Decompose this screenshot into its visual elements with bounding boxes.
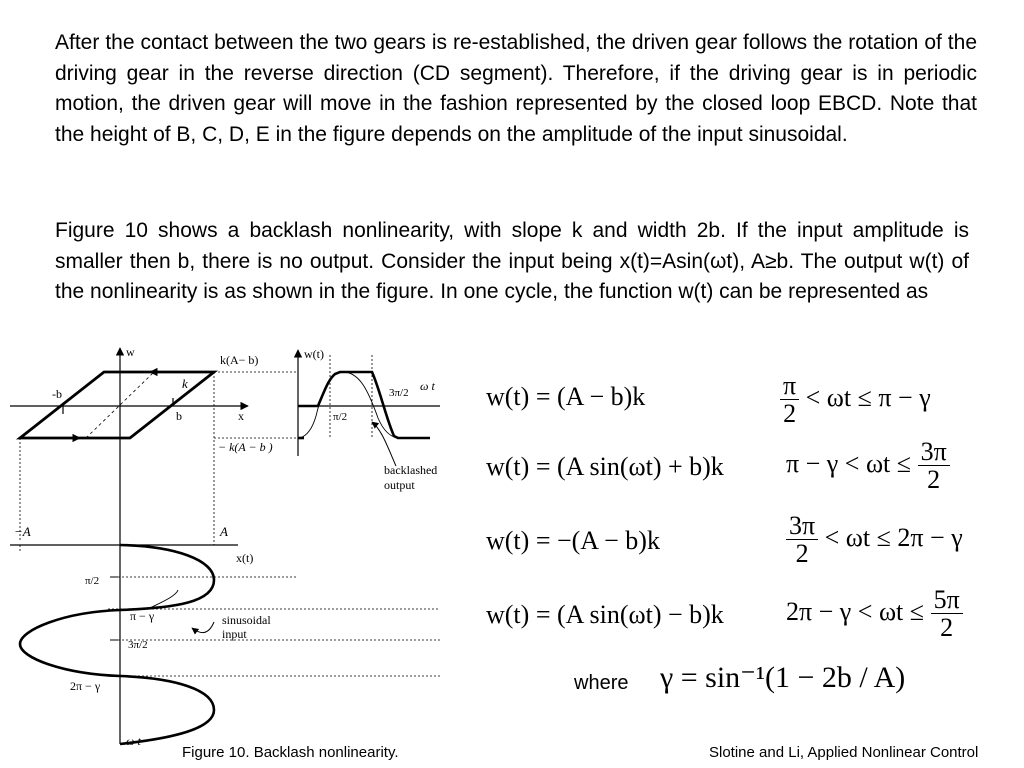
guide-lines [19,355,440,677]
sinusoidal-label-1: sinusoidal [222,613,271,627]
fraction: π 2 [780,372,800,428]
two-pi-minus-gamma-label: 2π − γ [70,679,101,693]
equation-2: w(t) = (A sin(ωt) + b)k π − γ < ωt ≤ 3π … [480,438,1020,498]
xt-axis-label: x(t) [236,551,253,565]
half-pi-top-label: π/2 [333,411,347,423]
equation-4-lhs: w(t) = (A sin(ωt) − b)k [486,600,724,629]
pos-b-label: b [176,409,182,423]
equation-2-lhs: w(t) = (A sin(ωt) + b)k [486,452,724,481]
half-pi-label: π/2 [85,575,99,587]
equation-1-lhs: w(t) = (A − b)k [486,382,646,411]
backlash-characteristic: w x -b b k k(A− b) − k(A − b ) [10,345,273,744]
sinusoidal-label-2: input [222,627,247,641]
equation-2-condition: π − γ < ωt ≤ 3π 2 [786,438,950,494]
bottom-level-label: − k(A − b ) [218,440,273,454]
backlashed-label-2: output [384,478,415,492]
equation-3-lhs: w(t) = −(A − b)k [486,526,660,555]
equation-4-condition: 2π − γ < ωt ≤ 5π 2 [786,586,963,642]
fraction: 5π 2 [930,586,963,642]
pi-minus-gamma-label: π − γ [130,609,155,623]
wt-axis-label: w(t) [304,347,324,361]
neg-A-label: −A [14,524,31,539]
three-half-pi-top-label: 3π/2 [389,387,409,399]
paragraph-backlash-loop: After the contact between the two gears … [55,31,977,146]
fraction: 3π 2 [786,512,819,568]
paragraph-figure-description: Figure 10 shows a backlash nonlinearity,… [55,219,969,303]
three-half-pi-label: 3π/2 [128,639,148,651]
slope-label: k [182,376,188,391]
sinusoidal-input-plot: −A A x(t) π/2 π − γ 3π/2 2π − γ ω t sinu… [10,524,271,748]
where-label: where [574,672,629,694]
equation-1-condition: π 2 < ωt ≤ π − γ [780,372,931,428]
backlash-figure: w x -b b k k(A− b) − k(A − b ) w(t) ω t … [10,345,440,748]
backlashed-label-1: backlashed [384,463,437,477]
w-axis-label: w [126,345,135,359]
equation-3: w(t) = −(A − b)k 3π 2 < ωt ≤ 2π − γ [480,512,1020,572]
figure-caption: Figure 10. Backlash nonlinearity. [182,744,399,761]
omega-t-top-label: ω t [420,379,435,393]
x-axis-label: x [238,409,244,423]
fraction: 3π 2 [917,438,950,494]
pos-A-label: A [219,524,228,539]
backlashed-output-plot: w(t) ω t π/2 3π/2 backlashed output [293,347,440,492]
equation-4: w(t) = (A sin(ωt) − b)k 2π − γ < ωt ≤ 5π… [480,586,1020,646]
equation-1: w(t) = (A − b)k π 2 < ωt ≤ π − γ [480,372,1020,432]
source-credit: Slotine and Li, Applied Nonlinear Contro… [709,744,979,761]
neg-b-label: -b [52,387,62,401]
gamma-definition: γ = sin⁻¹(1 − 2b / A) [660,661,906,694]
equation-3-condition: 3π 2 < ωt ≤ 2π − γ [786,512,963,568]
omega-t-bottom-label: ω t [126,734,141,748]
top-level-label: k(A− b) [220,353,258,367]
